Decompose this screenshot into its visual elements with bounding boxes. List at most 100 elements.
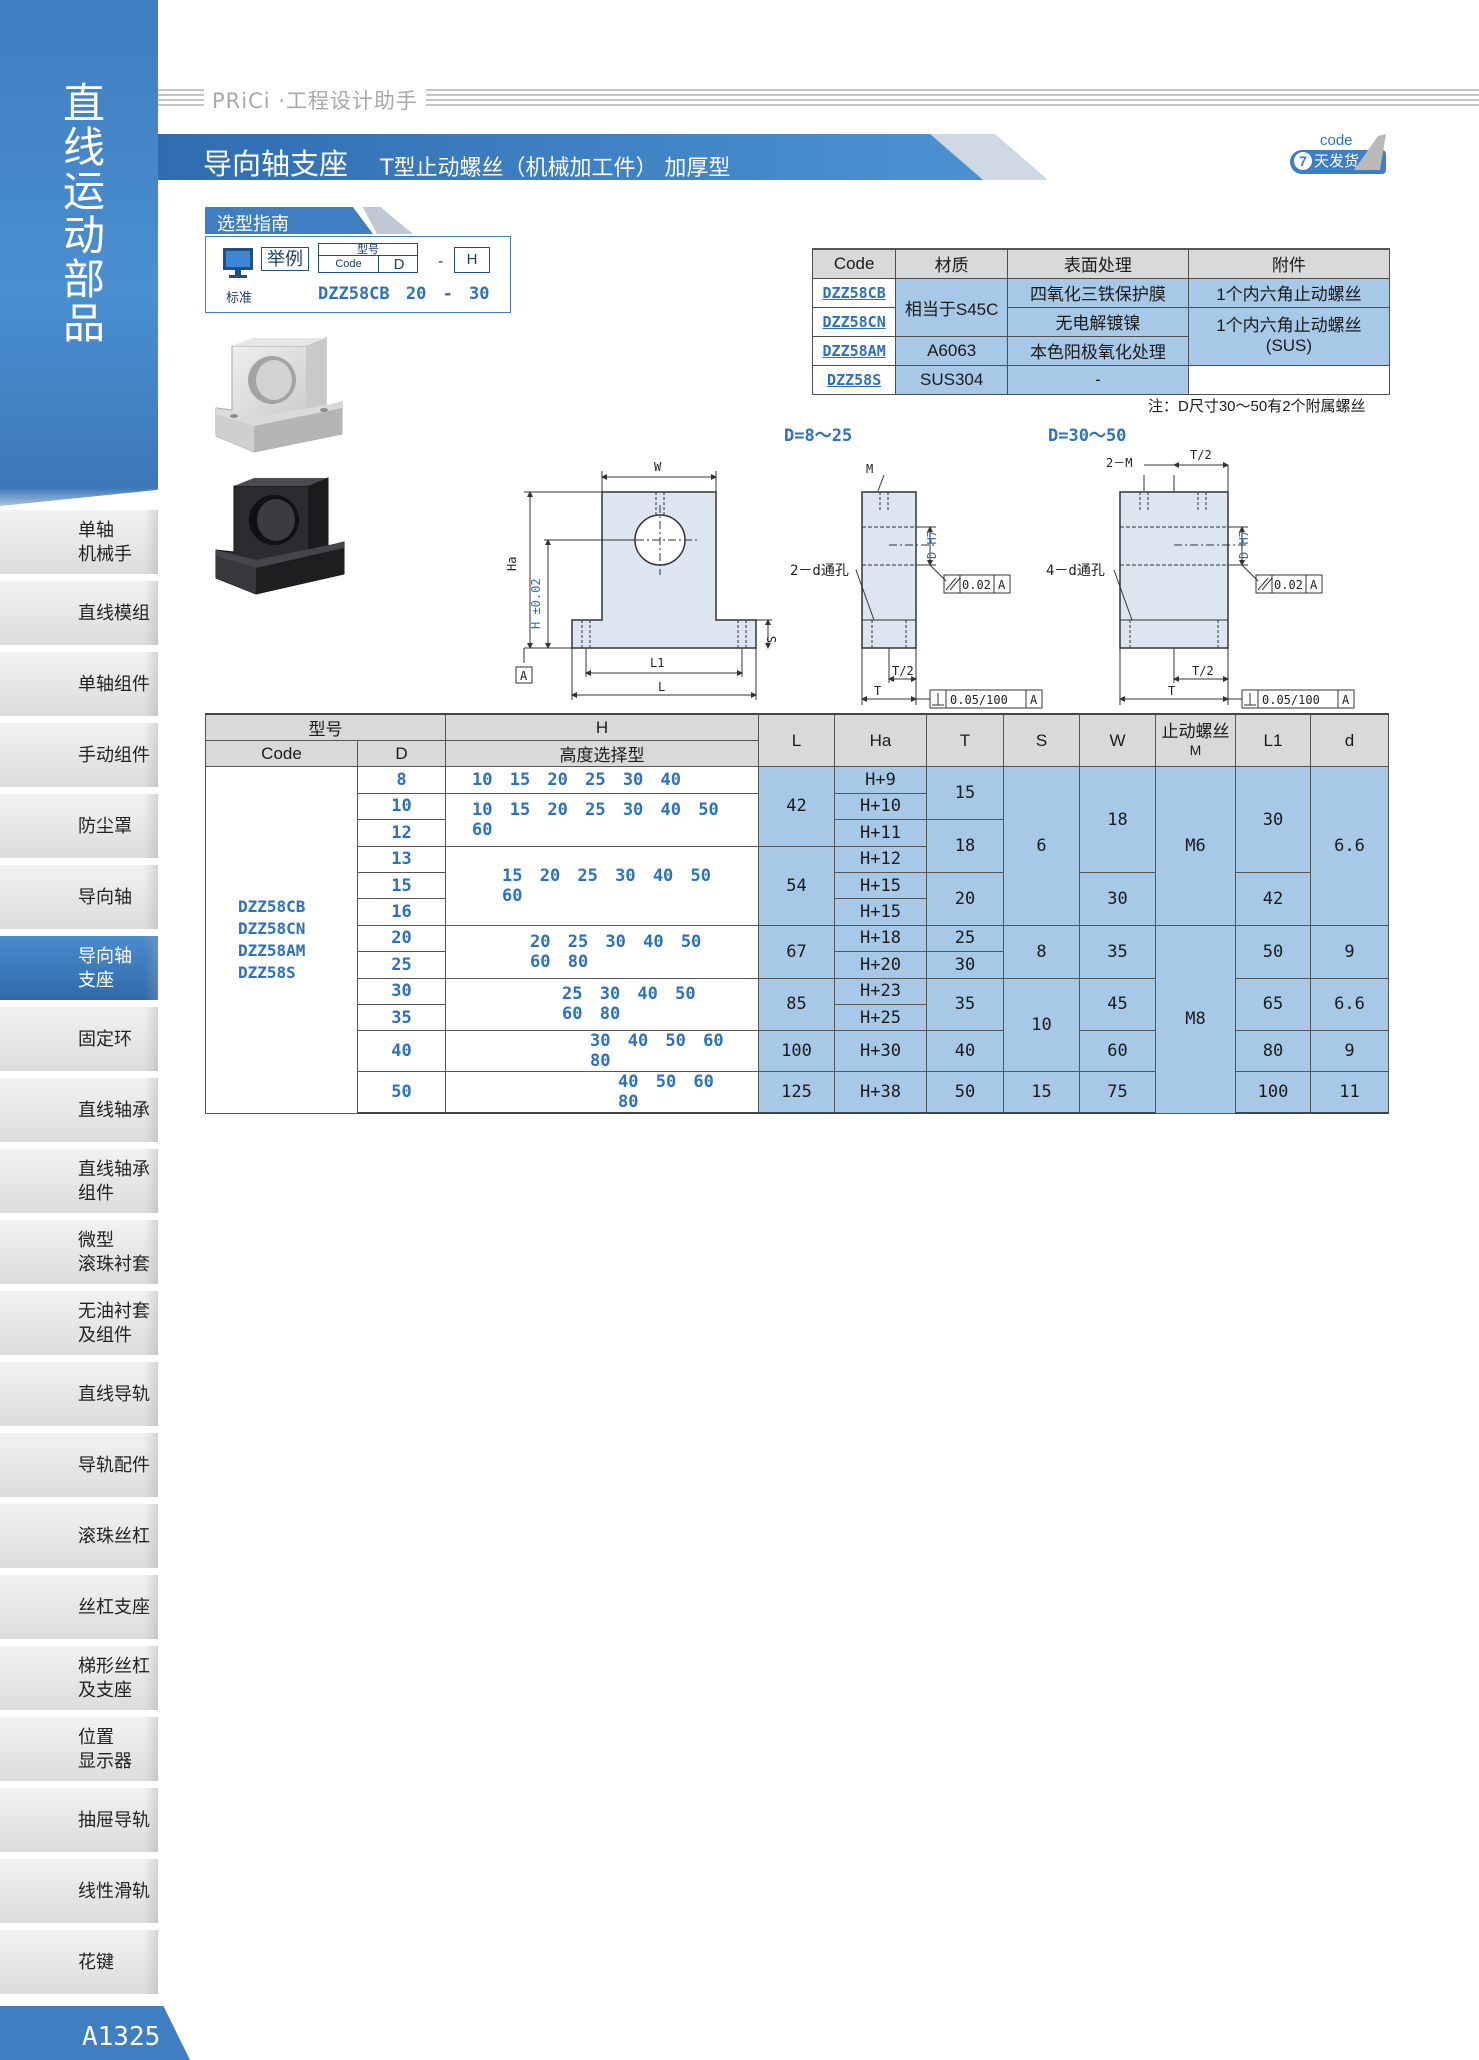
selection-guide-box: 举例 型号 Code D - H 标准 DZZ58CB 20 - 30	[205, 236, 511, 313]
sidebar-item[interactable]: 抽屉导轨	[0, 1788, 158, 1852]
spec-d: 30	[357, 977, 446, 1005]
spec-code-link[interactable]: DZZ58AM	[238, 941, 306, 961]
sidebar-item[interactable]: 导轨配件	[0, 1433, 158, 1497]
spec-ha: H+15	[834, 871, 927, 900]
spec-d: 40	[357, 1030, 446, 1073]
mat-surface: 四氧化三铁保护膜	[1007, 277, 1189, 308]
dim-t2-small: T/2	[892, 664, 914, 678]
sidebar-item[interactable]: 导向轴 支座	[0, 936, 158, 1000]
mat-accessory: 1个内六角止动螺丝 (SUS)	[1187, 306, 1391, 366]
spec-h-options: 20 25 30 40 50 60 80	[445, 924, 759, 979]
hole-2d: 2－d通孔	[790, 563, 849, 579]
sidebar-item-label: 导向轴	[78, 887, 132, 907]
material-note: 注：D尺寸30～50有2个附属螺丝	[1148, 398, 1366, 415]
spec-ha: H+12	[834, 845, 927, 873]
sidebar-item-label: 梯形丝杠 及支座	[78, 1656, 150, 1700]
mat-code-link[interactable]: DZZ58CB	[811, 277, 897, 308]
spec-s: 6	[1003, 766, 1080, 926]
spec-l1: 50	[1235, 924, 1311, 979]
spec-d: 12	[357, 819, 446, 847]
sidebar-item-label: 微型 滚珠衬套	[78, 1230, 150, 1274]
mat-accessory	[1187, 364, 1391, 395]
spec-header-h: H	[445, 713, 759, 741]
spec-h-options: 40 50 60 80	[445, 1071, 759, 1115]
spec-d: 50	[357, 1071, 446, 1115]
sidebar-item[interactable]: 防尘罩	[0, 794, 158, 858]
sidebar-item[interactable]: 花键	[0, 1930, 158, 1994]
dim-d-large: D H7	[1237, 530, 1251, 559]
spec-l: 125	[758, 1071, 835, 1115]
parallel-tol-small: 0.02	[962, 578, 991, 592]
d-label: D	[393, 256, 405, 273]
dim-t2-large: T/2	[1192, 664, 1214, 678]
material-table: Code 材质 表面处理 附件 DZZ58CB 相当于S45C 四氧化三铁保护膜…	[811, 248, 1391, 395]
standard-label: 标准	[226, 290, 253, 305]
sidebar-item[interactable]: 无油衬套 及组件	[0, 1291, 158, 1355]
spec-header-w: W	[1079, 713, 1156, 768]
spec-ha: H+18	[834, 924, 927, 953]
spec-l1: 42	[1235, 871, 1311, 926]
mat-code-link[interactable]: DZZ58CN	[811, 306, 897, 337]
spec-t: 15	[926, 766, 1004, 821]
sidebar-item[interactable]: 直线模组	[0, 581, 158, 645]
dim-m: M	[866, 462, 873, 476]
dim-ha: Ha	[505, 557, 519, 571]
sidebar-item[interactable]: 直线导轨	[0, 1362, 158, 1426]
mat-code-link[interactable]: DZZ58AM	[811, 335, 897, 366]
product-photo-black	[215, 477, 345, 595]
sidebar-item-label: 位置 显示器	[78, 1727, 132, 1771]
sidebar-item[interactable]: 直线轴承 组件	[0, 1149, 158, 1213]
spec-ha: H+11	[834, 819, 927, 847]
dim-h: H ±0.02	[529, 578, 543, 629]
page-subtitle: T型止动螺丝（机械加工件） 加厚型	[380, 156, 731, 181]
sidebar-item[interactable]: 单轴 机械手	[0, 510, 158, 574]
sidebar-item[interactable]: 丝杠支座	[0, 1575, 158, 1639]
mat-code-link[interactable]: DZZ58S	[811, 364, 897, 395]
spec-l: 42	[758, 766, 835, 847]
spec-header-h-type: 高度选择型	[445, 739, 759, 768]
spec-header-m-top: 止动螺丝	[1161, 721, 1230, 741]
sidebar-item[interactable]: 直线轴承	[0, 1078, 158, 1142]
spec-header-code: Code	[205, 739, 358, 768]
brand-text: PRiCi ·工程设计助手	[204, 85, 426, 115]
sidebar-item[interactable]: 微型 滚珠衬套	[0, 1220, 158, 1284]
sidebar-item[interactable]: 导向轴	[0, 865, 158, 929]
truck-icon	[1354, 134, 1386, 170]
sidebar-item-label: 手动组件	[78, 745, 150, 765]
spec-ha: H+38	[834, 1071, 927, 1115]
spec-ha: H+23	[834, 977, 927, 1005]
spec-dd: 6.6	[1310, 766, 1389, 926]
spec-l: 100	[758, 1030, 835, 1073]
sidebar-item[interactable]: 固定环	[0, 1007, 158, 1071]
spec-t: 35	[926, 977, 1004, 1032]
mat-header-surface: 表面处理	[1007, 248, 1189, 279]
sidebar-item[interactable]: 单轴组件	[0, 652, 158, 716]
datum-ref-small: A	[998, 578, 1006, 592]
spec-ha: H+9	[834, 766, 927, 794]
mat-surface: 本色阳极氧化处理	[1007, 335, 1189, 366]
spec-t: 20	[926, 871, 1004, 926]
spec-code-link[interactable]: DZZ58CB	[238, 897, 306, 917]
spec-d: 35	[357, 1003, 446, 1032]
sidebar-item-label: 固定环	[78, 1029, 132, 1049]
dim-t-small: T	[874, 684, 881, 698]
perp-tol-large: 0.05/100	[1262, 693, 1320, 707]
spec-h-options: 15 20 25 30 40 50 60	[445, 845, 759, 926]
badge-text: 天发货	[1314, 153, 1360, 170]
sidebar-item[interactable]: 线性滑轨	[0, 1859, 158, 1923]
spec-code-link[interactable]: DZZ58CN	[238, 919, 306, 939]
sidebar-item[interactable]: 位置 显示器	[0, 1717, 158, 1781]
sidebar-item[interactable]: 梯形丝杠 及支座	[0, 1646, 158, 1710]
spec-t: 50	[926, 1071, 1004, 1115]
sidebar-item[interactable]: 手动组件	[0, 723, 158, 787]
dim-w: W	[654, 460, 662, 474]
code-label: Code	[319, 256, 379, 273]
sidebar-item-label: 丝杠支座	[78, 1597, 150, 1617]
sidebar-item-label: 抽屉导轨	[78, 1810, 150, 1830]
perp-tol-small: 0.05/100	[950, 693, 1008, 707]
spec-code-link[interactable]: DZZ58S	[238, 963, 296, 983]
guide-dash: -	[438, 253, 444, 270]
category-sidebar: 直线运动部品 单轴 机械手直线模组单轴组件手动组件防尘罩导向轴导向轴 支座固定环…	[0, 0, 190, 2060]
spec-dd: 6.6	[1310, 977, 1389, 1032]
sidebar-item[interactable]: 滚珠丝杠	[0, 1504, 158, 1568]
